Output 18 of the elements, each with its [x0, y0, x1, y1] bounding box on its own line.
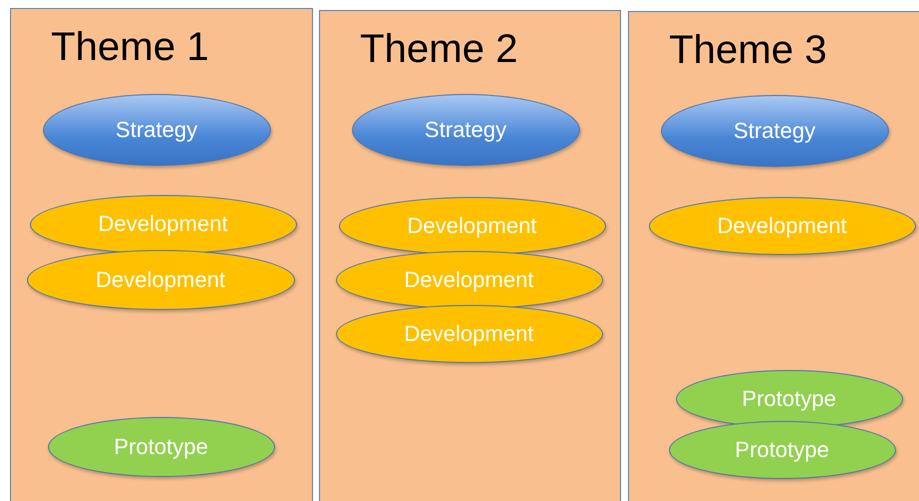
ellipse-label: Strategy: [424, 116, 506, 142]
ellipse-label: Prototype: [114, 434, 208, 460]
ellipse-label: Strategy: [734, 118, 816, 144]
ellipse-label: Development: [407, 212, 537, 238]
ellipse-label: Development: [98, 211, 228, 237]
ellipse-label: Prototype: [734, 436, 830, 462]
ellipse-label: Development: [96, 266, 226, 292]
ellipse-label: Prototype: [742, 386, 836, 412]
theme-panel: [10, 8, 313, 501]
ellipse-label: Development: [404, 320, 534, 346]
ellipse-label: Strategy: [116, 116, 198, 142]
theme-title: Theme 2: [360, 27, 518, 72]
ellipse-label: Development: [404, 266, 534, 292]
theme-title: Theme 3: [669, 28, 827, 73]
theme-panel: [628, 11, 919, 501]
theme-title: Theme 1: [51, 25, 209, 70]
theme-panel: [319, 10, 621, 501]
ellipse-label: Development: [717, 212, 847, 238]
